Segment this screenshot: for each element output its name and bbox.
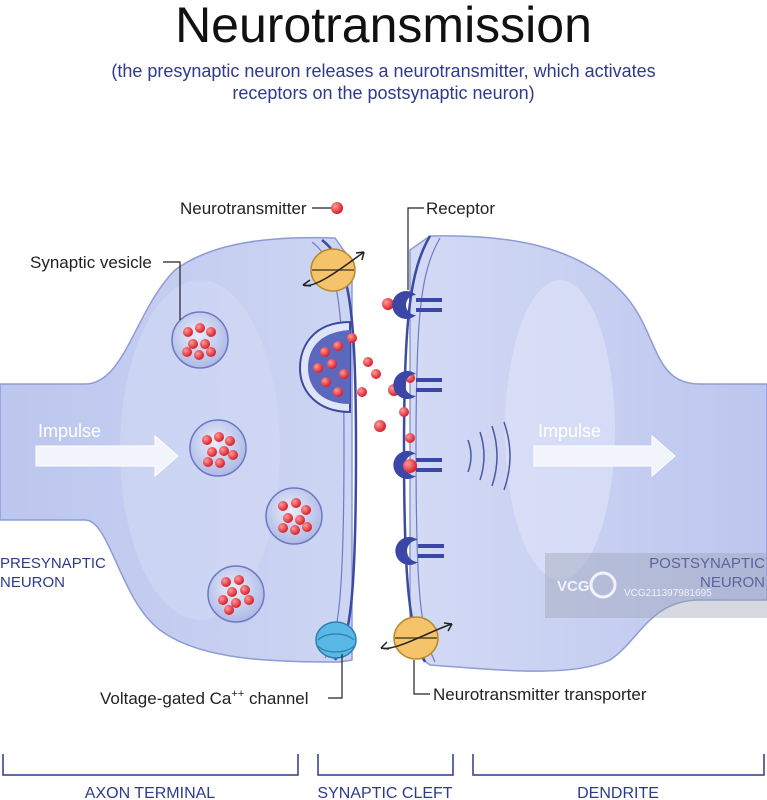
impulse-arrow-left bbox=[35, 434, 179, 478]
section-brackets bbox=[2, 754, 765, 776]
transporter-label: Neurotransmitter transporter bbox=[433, 685, 647, 704]
presynaptic-label-line2: NEURON bbox=[0, 574, 65, 591]
postsynaptic-transporter bbox=[380, 616, 453, 660]
calcium-channel-label: Voltage-gated Ca++ channel bbox=[100, 688, 309, 708]
synaptic-vesicle bbox=[189, 419, 247, 477]
synaptic-vesicle-label: Synaptic vesicle bbox=[30, 253, 152, 272]
watermark-logo-icon bbox=[589, 571, 617, 599]
page-title: Neurotransmission bbox=[175, 0, 592, 53]
watermark-id: VCG211397981695 bbox=[624, 588, 712, 599]
receptor bbox=[393, 371, 442, 399]
receptor bbox=[392, 291, 442, 320]
receptor bbox=[393, 451, 442, 479]
presynaptic-label-line1: PRESYNAPTIC bbox=[0, 555, 106, 572]
fusing-vesicle bbox=[298, 320, 351, 414]
dendrite-highlight bbox=[505, 280, 615, 580]
postsynaptic-label-line1: POSTSYNAPTIC bbox=[649, 555, 765, 572]
receptor bbox=[395, 537, 444, 566]
signal-waves bbox=[467, 421, 511, 491]
watermark-logo: VCG bbox=[557, 578, 590, 595]
watermark: VCG VCG211397981695 bbox=[545, 553, 767, 618]
synaptic-vesicle bbox=[171, 311, 229, 369]
postsynaptic-label-line2: NEURON bbox=[700, 574, 765, 591]
receptor-label: Receptor bbox=[426, 199, 495, 218]
section-dendrite: DENDRITE bbox=[577, 785, 659, 800]
neurotransmitter-label: Neurotransmitter bbox=[180, 199, 307, 218]
page-subtitle: (the presynaptic neuron releases a neuro… bbox=[111, 61, 656, 103]
calcium-channel bbox=[315, 621, 357, 659]
synaptic-vesicle bbox=[207, 565, 265, 623]
neurotransmitter-icon bbox=[331, 202, 343, 214]
synaptic-vesicle bbox=[265, 487, 323, 545]
leader-lines bbox=[163, 207, 430, 699]
presynaptic-transporter bbox=[302, 248, 365, 292]
section-axon-terminal: AXON TERMINAL bbox=[85, 785, 216, 800]
impulse-arrow-right bbox=[533, 434, 676, 478]
section-synaptic-cleft: SYNAPTIC CLEFT bbox=[317, 785, 452, 800]
impulse-label-left: Impulse bbox=[38, 421, 101, 441]
impulse-label-right: Impulse bbox=[538, 421, 601, 441]
